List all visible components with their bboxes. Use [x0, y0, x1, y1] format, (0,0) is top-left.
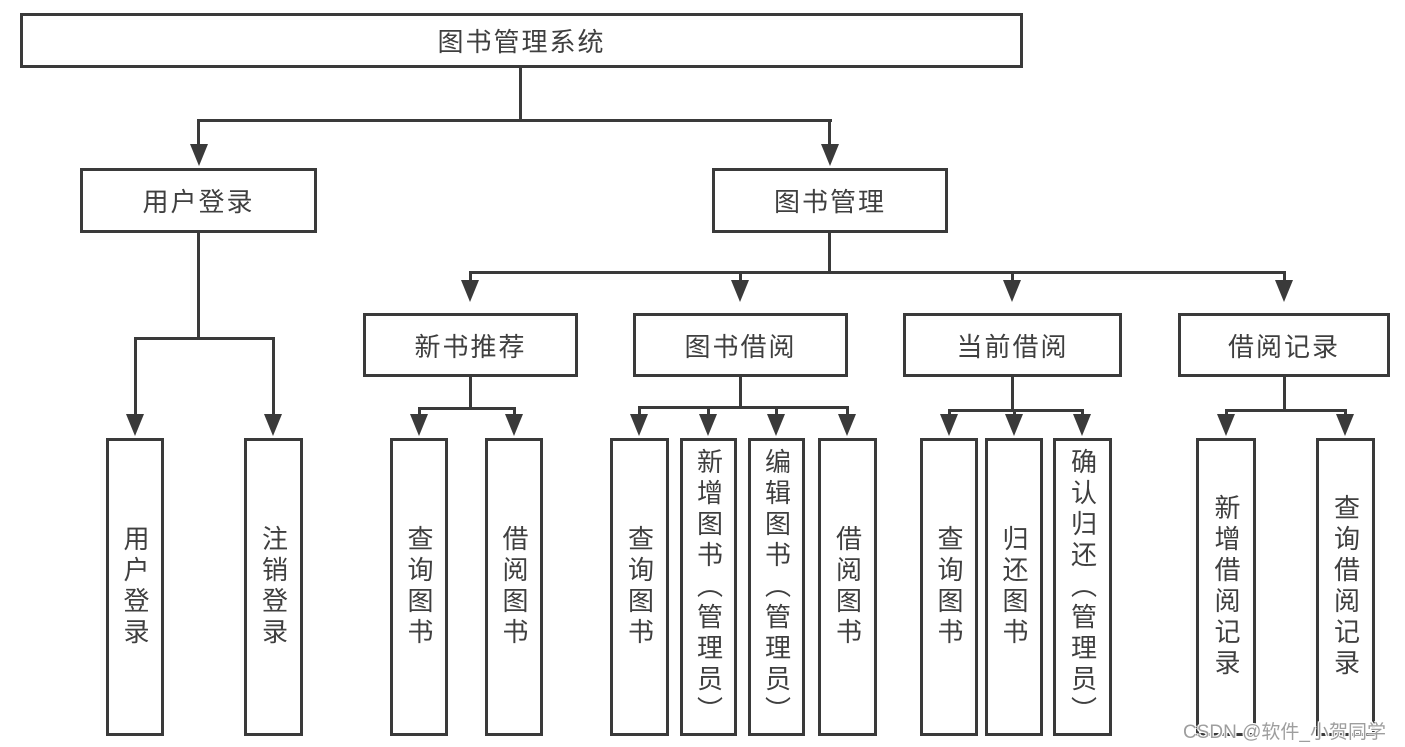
arrow-to-bb-add — [699, 414, 717, 436]
node-root: 图书管理系统 — [20, 13, 1023, 68]
connector-bb-leaf3-stem — [775, 406, 778, 416]
connector-nb-leaf1-stem — [418, 407, 421, 416]
connector-bookborrow-down — [739, 377, 742, 409]
connector-userlogin-rail — [134, 337, 275, 340]
connector-borrowrecords-stem — [1283, 271, 1286, 282]
connector-currentborrow-rail — [948, 409, 1084, 412]
connector-nb-leaf2-stem — [513, 407, 516, 416]
connector-currentborrow-down — [1011, 377, 1014, 412]
connector-root-rail — [198, 119, 832, 122]
leaf-records-query-label: 查询借阅记录 — [1330, 494, 1361, 680]
arrow-to-nb-query — [410, 414, 428, 436]
node-borrow-records: 借阅记录 — [1178, 313, 1390, 377]
connector-newbooks-stem — [469, 271, 472, 282]
arrow-to-nb-borrow — [505, 414, 523, 436]
leaf-current-query: 查询图书 — [920, 438, 978, 736]
leaf-records-add: 新增借阅记录 — [1196, 438, 1256, 736]
node-new-books-label: 新书推荐 — [414, 331, 527, 362]
leaf-user-login: 用户登录 — [106, 438, 164, 736]
leaf-current-return: 归还图书 — [985, 438, 1043, 736]
leaf-records-add-label: 新增借阅记录 — [1211, 494, 1241, 680]
connector-bookmgmt-rail — [469, 271, 1286, 274]
arrow-to-cb-confirm — [1073, 414, 1091, 436]
leaf-logout-label: 注销登录 — [258, 525, 289, 649]
arrow-to-br-query — [1336, 414, 1354, 436]
arrow-to-book-management — [821, 144, 839, 166]
leaf-newbooks-query: 查询图书 — [390, 438, 448, 736]
connector-borrowrecords-down — [1283, 377, 1286, 412]
arrow-to-book-borrow — [731, 280, 749, 302]
connector-currentborrow-stem — [1011, 271, 1014, 282]
leaf-current-return-label: 归还图书 — [999, 525, 1029, 649]
connector-bookborrow-rail — [638, 406, 849, 409]
connector-borrowrecords-rail — [1225, 409, 1347, 412]
connector-br-leaf2-stem — [1344, 409, 1347, 416]
connector-bb-leaf4-stem — [846, 406, 849, 416]
arrow-to-cb-return — [1005, 414, 1023, 436]
leaf-bookborrow-query: 查询图书 — [610, 438, 669, 736]
arrow-to-bb-edit — [767, 414, 785, 436]
leaf-bookborrow-borrow-label: 借阅图书 — [832, 525, 863, 649]
arrow-to-bb-query — [630, 414, 648, 436]
leaf-bookborrow-add-admin-label: 新增图书（管理员） — [693, 447, 724, 727]
arrow-to-current-borrow — [1003, 280, 1021, 302]
connector-bookborrow-stem — [739, 271, 742, 282]
arrow-to-br-add — [1217, 414, 1235, 436]
arrow-to-leaf-login — [126, 414, 144, 436]
arrow-to-leaf-logout — [264, 414, 282, 436]
leaf-newbooks-borrow-label: 借阅图书 — [499, 525, 529, 649]
leaf-newbooks-query-label: 查询图书 — [404, 525, 434, 649]
leaf-newbooks-borrow: 借阅图书 — [485, 438, 543, 736]
node-user-login-label: 用户登录 — [142, 187, 255, 217]
node-current-borrow: 当前借阅 — [903, 313, 1122, 377]
leaf-bookborrow-query-label: 查询图书 — [624, 525, 655, 649]
connector-bookmgmt-stem — [828, 119, 831, 149]
connector-cb-leaf3-stem — [1081, 409, 1084, 416]
connector-root-stem — [519, 68, 522, 122]
node-book-management-label: 图书管理 — [773, 187, 886, 217]
csdn-watermark: CSDN @软件_小贺同学 — [1183, 722, 1386, 743]
leaf-current-confirm-admin: 确认归还（管理员） — [1053, 438, 1112, 736]
arrow-to-borrow-records — [1275, 280, 1293, 302]
arrow-to-cb-query — [940, 414, 958, 436]
leaf-bookborrow-edit-admin: 编辑图书（管理员） — [748, 438, 805, 736]
node-user-login: 用户登录 — [80, 168, 317, 233]
connector-br-leaf1-stem — [1225, 409, 1228, 416]
leaf-bookborrow-borrow: 借阅图书 — [818, 438, 877, 736]
connector-newbooks-rail — [418, 407, 516, 410]
connector-bookmgmt-down — [828, 233, 831, 274]
connector-leaf-login-stem — [134, 337, 137, 416]
leaf-bookborrow-edit-admin-label: 编辑图书（管理员） — [761, 447, 792, 727]
connector-leaf-logout-stem — [272, 337, 275, 416]
arrow-to-new-books — [461, 280, 479, 302]
connector-cb-leaf1-stem — [948, 409, 951, 416]
connector-bb-leaf1-stem — [638, 406, 641, 416]
leaf-bookborrow-add-admin: 新增图书（管理员） — [680, 438, 737, 736]
leaf-user-login-label: 用户登录 — [120, 525, 150, 649]
leaf-current-confirm-admin-label: 确认归还（管理员） — [1067, 447, 1098, 727]
arrow-to-user-login — [190, 144, 208, 166]
connector-bb-leaf2-stem — [707, 406, 710, 416]
leaf-logout: 注销登录 — [244, 438, 303, 736]
node-borrow-records-label: 借阅记录 — [1227, 331, 1340, 362]
node-root-label: 图书管理系统 — [437, 27, 606, 57]
leaf-current-query-label: 查询图书 — [934, 525, 964, 649]
node-new-books: 新书推荐 — [363, 313, 578, 377]
leaf-records-query: 查询借阅记录 — [1316, 438, 1375, 736]
arrow-to-bb-borrow — [838, 414, 856, 436]
connector-newbooks-down — [469, 377, 472, 410]
node-current-borrow-label: 当前借阅 — [956, 331, 1069, 362]
node-book-borrow-label: 图书借阅 — [684, 331, 797, 362]
connector-cb-leaf2-stem — [1013, 409, 1016, 416]
node-book-management: 图书管理 — [712, 168, 948, 233]
connector-userlogin-down — [197, 233, 200, 340]
connector-userlogin-stem — [197, 119, 200, 149]
node-book-borrow: 图书借阅 — [633, 313, 848, 377]
